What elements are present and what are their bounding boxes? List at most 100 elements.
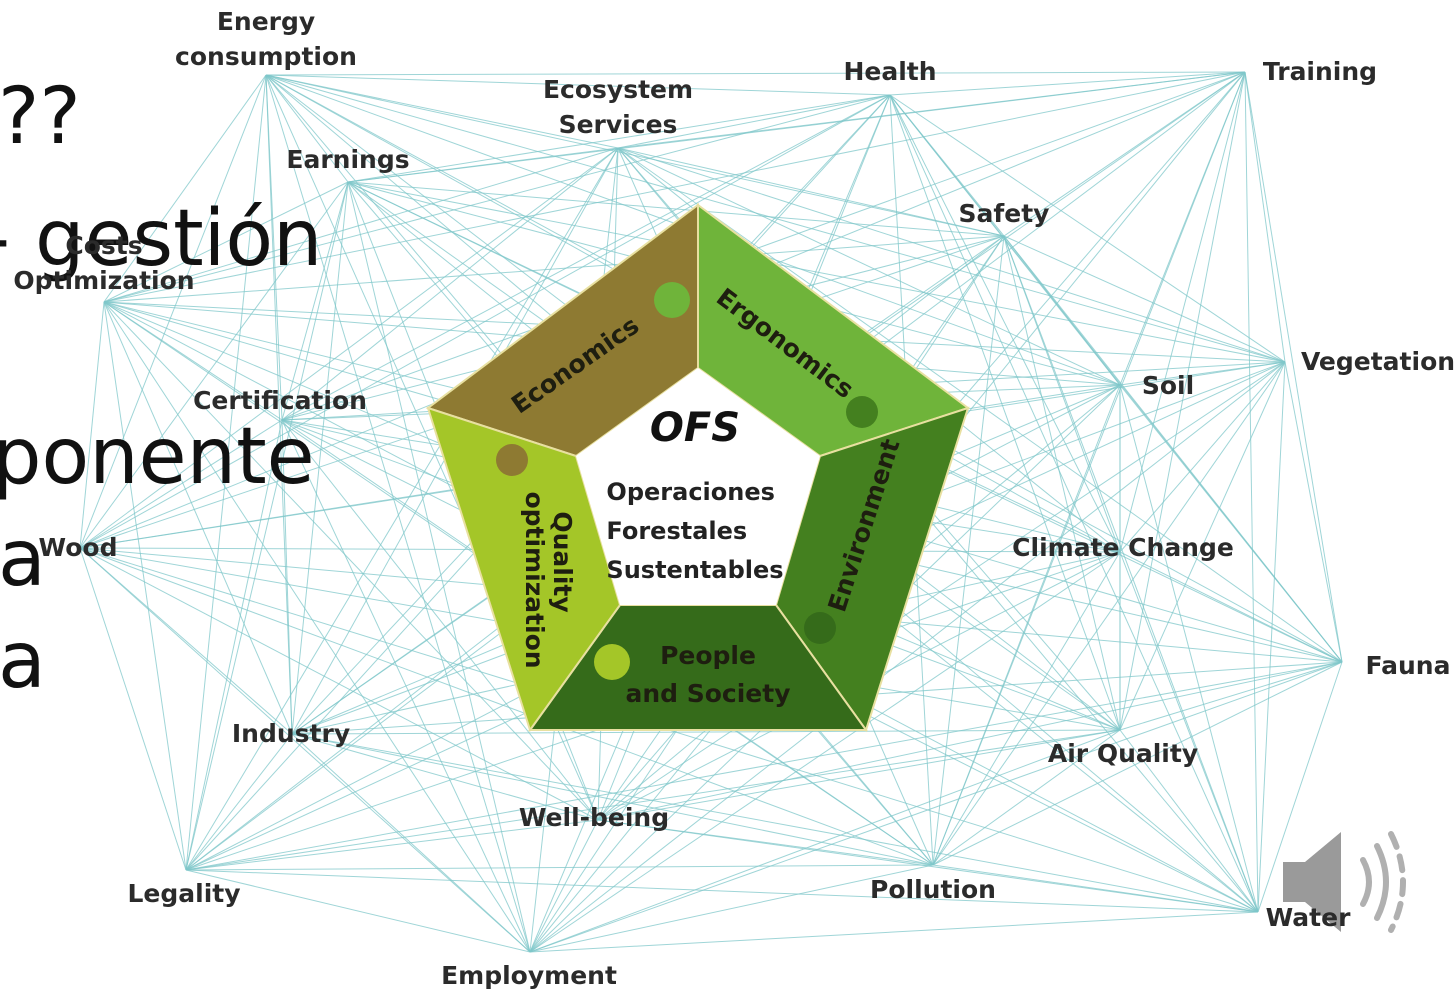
network-line xyxy=(529,911,1259,953)
network-line xyxy=(185,74,267,871)
node-legality: Legality xyxy=(127,879,241,908)
network-line xyxy=(265,74,531,953)
network-line xyxy=(932,551,1121,866)
network-line xyxy=(103,301,293,735)
network-line xyxy=(79,74,267,549)
network-line xyxy=(265,74,293,735)
network-line xyxy=(265,74,1286,363)
speaker-wave xyxy=(1374,843,1389,921)
network-line xyxy=(265,74,891,96)
network-line xyxy=(281,181,349,421)
node-health: Health xyxy=(843,57,937,86)
node-training: Training xyxy=(1262,57,1378,86)
center-subtitle: Operaciones Forestales Sustentables xyxy=(606,478,784,584)
network-line xyxy=(185,869,531,953)
network-line xyxy=(347,71,1246,183)
speaker-wave xyxy=(1360,857,1372,907)
node-certification: Certification xyxy=(193,386,367,415)
network-line xyxy=(281,71,1246,421)
network-line xyxy=(291,181,349,735)
slide-text-line-1: ?? xyxy=(0,72,81,162)
node-industry: Industry xyxy=(231,719,351,748)
slide-text-line-3: ponente xyxy=(0,412,315,502)
network-line xyxy=(185,419,283,871)
network-line xyxy=(347,181,1286,363)
network-line xyxy=(1119,551,1259,913)
puzzle-knob xyxy=(496,444,528,476)
network-line xyxy=(79,301,105,549)
network-line xyxy=(529,729,1121,953)
network-line xyxy=(265,74,619,149)
center-title: OFS xyxy=(649,405,741,451)
node-costs-optimization: Costs Optimization xyxy=(13,231,195,295)
network-line xyxy=(1257,361,1286,913)
node-ecosystem-services: Ecosystem Services xyxy=(542,75,694,139)
network-line xyxy=(281,94,891,421)
network-line xyxy=(1244,71,1343,663)
network-line xyxy=(185,729,1121,871)
puzzle-knob xyxy=(804,612,836,644)
speaker-wave xyxy=(1388,831,1406,933)
slide-text-line-4: a xyxy=(0,514,46,604)
node-earnings: Earnings xyxy=(286,145,410,174)
network-line xyxy=(1244,71,1286,363)
network-line xyxy=(79,547,934,866)
network-line xyxy=(617,147,1343,663)
network-line xyxy=(889,94,1121,553)
network-line xyxy=(347,181,1005,237)
network-line xyxy=(79,547,187,871)
network-line xyxy=(79,181,349,549)
puzzle-knob xyxy=(594,644,630,680)
network-line xyxy=(932,384,1121,866)
network-line xyxy=(1003,235,1286,363)
node-vegetation: Vegetation xyxy=(1300,347,1455,376)
network-line xyxy=(1119,361,1286,731)
network-line xyxy=(265,74,349,183)
center-pentagon xyxy=(576,368,820,605)
node-climate-change: Climate Change xyxy=(1012,533,1234,562)
network-line xyxy=(79,547,293,735)
network-line xyxy=(79,547,531,953)
speaker-icon[interactable] xyxy=(1283,831,1406,933)
network-line xyxy=(1244,71,1259,913)
network-line xyxy=(185,181,349,871)
network-line xyxy=(265,71,1246,76)
network-line xyxy=(103,301,531,953)
network-line xyxy=(103,74,267,303)
network-line xyxy=(347,94,891,183)
network-line xyxy=(932,361,1286,866)
network-line xyxy=(103,235,1005,303)
network-line xyxy=(617,94,891,149)
network-line xyxy=(185,661,1343,871)
network-line xyxy=(932,729,1121,866)
node-wood: Wood xyxy=(38,533,118,562)
network-line xyxy=(1284,361,1343,663)
node-pollution: Pollution xyxy=(870,875,996,904)
network-line xyxy=(103,94,891,303)
segment-label-people-line2: and Society xyxy=(625,679,790,708)
network-line xyxy=(889,94,1121,731)
speaker-icon xyxy=(1283,832,1341,932)
network-line xyxy=(281,419,599,821)
network-line xyxy=(529,361,1286,953)
slide-text-line-5: a xyxy=(0,616,46,706)
network-line xyxy=(529,864,934,953)
node-employment: Employment xyxy=(441,961,617,990)
node-well-being: Well-being xyxy=(518,803,670,832)
network-line xyxy=(103,181,349,303)
node-air-quality: Air Quality xyxy=(1047,739,1199,768)
network-line xyxy=(1119,729,1259,913)
network-line xyxy=(185,147,619,871)
network-line xyxy=(103,147,619,303)
pentagon-puzzle: Economics Ergonomics Environment Quality… xyxy=(425,202,971,733)
puzzle-knob xyxy=(654,282,690,318)
network-line xyxy=(617,147,1005,237)
network-line xyxy=(932,661,1343,866)
network-line xyxy=(597,729,1121,821)
network-line xyxy=(1119,361,1286,553)
segment-label-people-line1: People xyxy=(660,641,756,670)
network-line xyxy=(281,147,619,421)
network-line xyxy=(185,864,934,871)
network-line xyxy=(103,301,599,821)
